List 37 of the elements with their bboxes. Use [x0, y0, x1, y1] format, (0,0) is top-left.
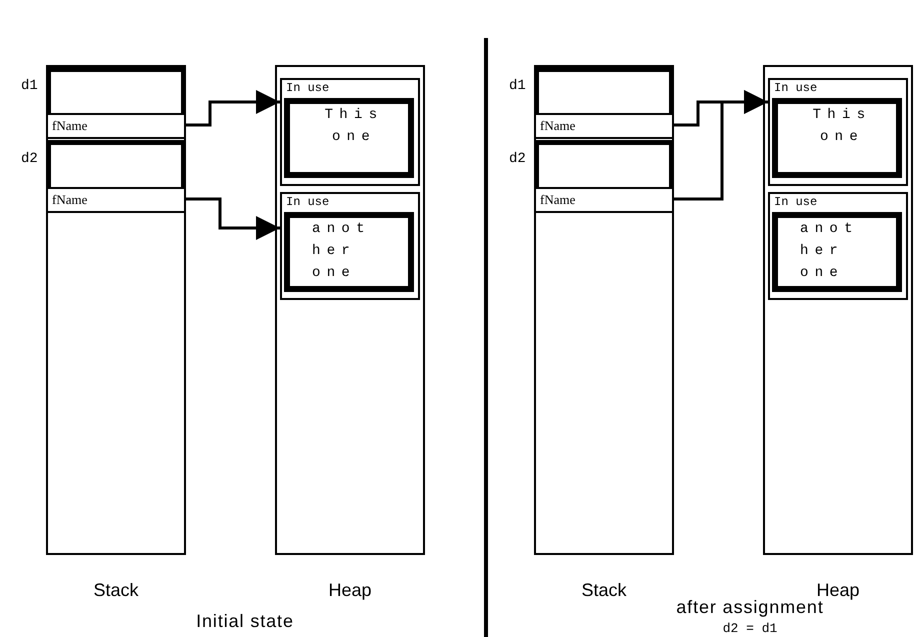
block-status: In use	[774, 194, 818, 210]
field-row	[536, 113, 672, 137]
field-name: fName	[52, 191, 88, 210]
block-status: In use	[774, 80, 818, 96]
field-row	[536, 187, 672, 211]
string-value: anot her one	[312, 220, 372, 283]
caption: d2 = d1	[722, 620, 778, 637]
heap-block	[768, 78, 908, 186]
block-status: In use	[286, 194, 330, 210]
block-status: In use	[286, 80, 330, 96]
field-name: fName	[540, 191, 576, 210]
string-box	[284, 212, 414, 292]
variable-name: d1	[509, 77, 526, 96]
variable-name: d2	[21, 150, 38, 169]
string-box	[772, 98, 902, 178]
pointer-arrow	[184, 198, 280, 240]
column-label: Stack	[92, 579, 140, 602]
caption: after assignment	[675, 597, 824, 619]
column-label: Heap	[327, 579, 373, 602]
field-row	[48, 113, 184, 137]
string-box	[772, 212, 902, 292]
variable-name: d2	[509, 150, 526, 169]
string-box	[284, 98, 414, 178]
field-row	[48, 187, 184, 211]
field-name: fName	[52, 117, 88, 136]
pointer-arrow	[184, 90, 280, 126]
heap-block	[768, 192, 908, 300]
field-name: fName	[540, 117, 576, 136]
caption: Initial state	[195, 610, 295, 633]
string-value: This one	[812, 106, 872, 147]
string-value: This one	[324, 106, 384, 147]
heap-block	[280, 78, 420, 186]
column-label: Heap	[815, 579, 861, 600]
variable-name: d1	[21, 77, 38, 96]
string-value: anot her one	[800, 220, 860, 283]
column-label: Stack	[580, 579, 628, 602]
heap-block	[280, 192, 420, 300]
